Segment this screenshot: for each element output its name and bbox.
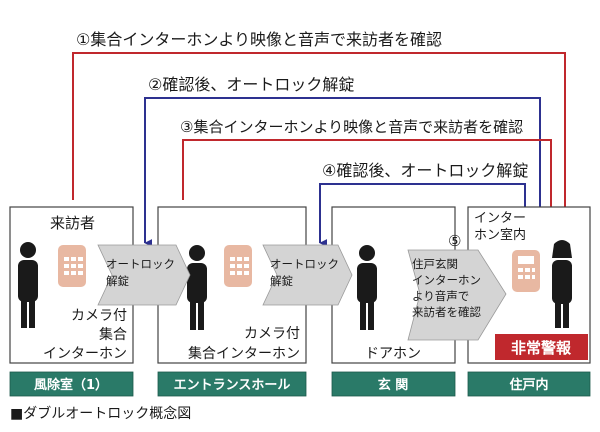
room-intercom-icon — [512, 250, 540, 292]
visitor-person-icon — [18, 242, 38, 328]
step-5-number: ⑤ — [448, 232, 461, 250]
room2-device-line-2: 集合インターホン — [188, 345, 300, 362]
chevron3-line-4: 来訪者を確認 — [412, 305, 481, 319]
chevron1-line-2: 解錠 — [106, 274, 129, 288]
chevron3-line-1: 住戸玄関 — [412, 257, 458, 271]
resident-person-icon — [187, 245, 207, 330]
step-3-line — [182, 139, 559, 230]
chevron3-line-3: より音声で — [412, 289, 469, 303]
chevron1-line-1: オートロック — [106, 257, 175, 271]
step-2-label: ②確認後、オートロック解錠 — [148, 75, 354, 94]
step-4-label: ④確認後、オートロック解錠 — [322, 161, 528, 180]
intercom-panel-icon — [224, 245, 252, 287]
room1-device-line-3: インターホン — [43, 346, 127, 362]
chevron-vestibule-to-hall: オートロック 解錠 — [97, 244, 191, 306]
room-name-vestibule: 風除室（1） — [34, 377, 108, 393]
step-2-flow: ②確認後、オートロック解錠 — [144, 75, 541, 300]
emergency-alarm-label: 非常警報 — [511, 339, 572, 357]
chevron-hall-to-door: オートロック 解錠 — [262, 244, 353, 306]
room2-device-line-1: カメラ付 — [244, 326, 300, 342]
room1-device-line-1: カメラ付 — [71, 308, 127, 324]
step-3-label: ③集合インターホンより映像と音声で来訪者を確認 — [180, 118, 523, 136]
room-name-entrance-hall: エントランスホール — [174, 378, 291, 393]
intercom-panel-icon — [58, 245, 86, 287]
chevron2-line-1: オートロック — [270, 257, 339, 271]
room-name-front-door: 玄 関 — [378, 377, 409, 393]
resident-woman-icon — [552, 240, 572, 328]
room-name-dwelling: 住戸内 — [509, 377, 548, 393]
step-1-label: ①集合インターホンより映像と音声で来訪者を確認 — [76, 30, 442, 49]
room3-device-line-1: ドアホン — [365, 346, 421, 362]
visitor-label: 来訪者 — [50, 214, 95, 232]
step-3-flow: ③集合インターホンより映像と音声で来訪者を確認 — [180, 118, 559, 230]
step-2-line — [144, 97, 541, 300]
emergency-alarm-badge — [495, 334, 588, 360]
step-1-flow: ①集合インターホンより映像と音声で来訪者を確認 — [72, 30, 573, 230]
chevron-door-to-dwelling: ⑤ 住戸玄関 インターホン より音声で 来訪者を確認 — [407, 232, 507, 341]
room1-device-line-2: 集合 — [99, 326, 127, 343]
step-1-line — [72, 52, 573, 230]
room4-device-line-1: インター — [474, 211, 526, 226]
chevron2-line-2: 解錠 — [270, 274, 293, 288]
room-name-bars: 風除室（1） エントランスホール 玄 関 住戸内 — [9, 371, 591, 397]
chevron3-line-2: インターホン — [412, 273, 481, 287]
doorphone-person-icon — [357, 245, 377, 330]
diagram-caption: ■ダブルオートロック概念図 — [10, 405, 191, 422]
room4-device-line-2: ホン室内 — [474, 227, 526, 243]
